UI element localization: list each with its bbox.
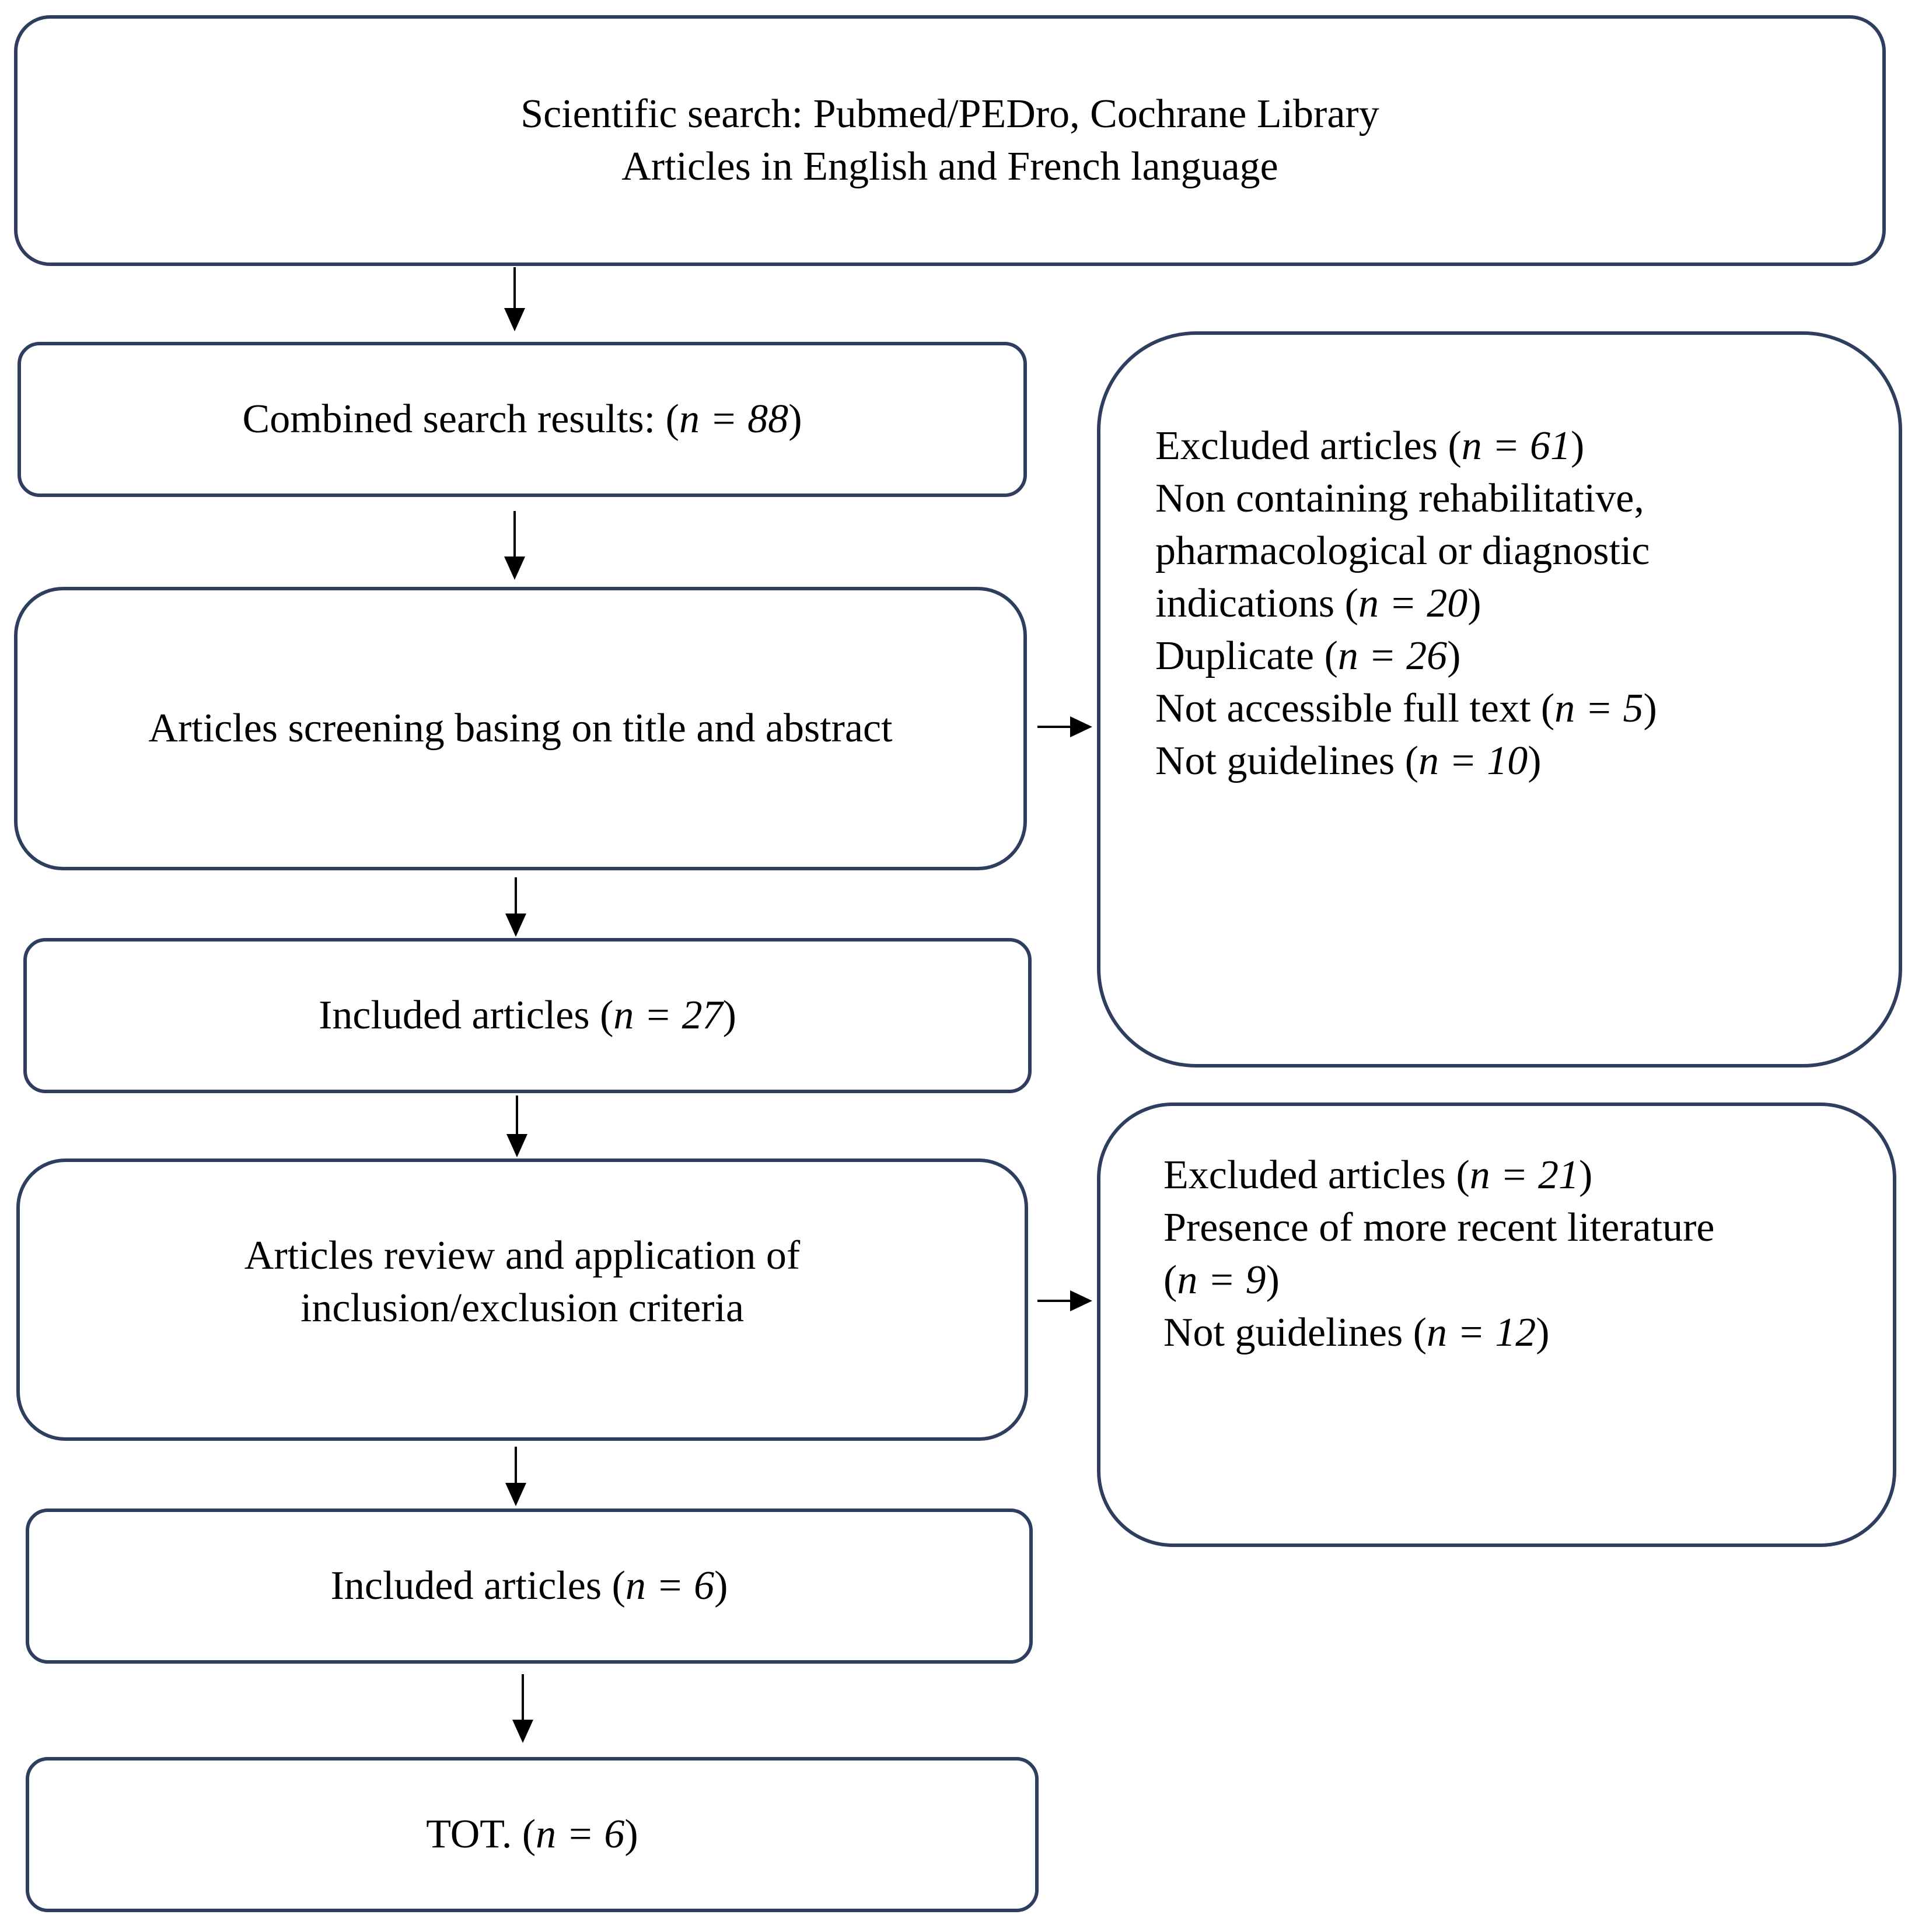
combined-results-label: Combined search results: (n = 88) xyxy=(242,397,802,442)
arrow-included-to-review xyxy=(506,1096,527,1157)
exclusion-reason-non-containing-line-1: Non containing rehabilitative, xyxy=(1155,476,1644,521)
exclusion-reason-not-guidelines-second: Not guidelines (n = 12) xyxy=(1163,1310,1550,1355)
included-articles-count-first: n = 27 xyxy=(613,993,723,1038)
included-articles-count-second: n = 6 xyxy=(625,1563,715,1608)
exclusion-reason-non-containing-line-2: pharmacological or diagnostic xyxy=(1155,528,1650,573)
search-line-1: Scientific search: Pubmed/PEDro, Cochran… xyxy=(520,92,1379,136)
excluded-articles-box-first xyxy=(1097,331,1902,1068)
review-line-2: inclusion/exclusion criteria xyxy=(300,1286,745,1331)
total-label: TOT. (n = 6) xyxy=(426,1812,638,1857)
excluded-header-first: Excluded articles (n = 61) xyxy=(1155,424,1585,468)
arrow-review-to-excluded xyxy=(1037,1290,1092,1311)
combined-results-count: n = 88 xyxy=(679,397,789,442)
total-count: n = 6 xyxy=(536,1812,625,1857)
exclusion-reason-not-guidelines-first: Not guidelines (n = 10) xyxy=(1155,738,1542,783)
review-line-1: Articles review and application of xyxy=(244,1233,801,1278)
screening-box: Articles screening basing on title and a… xyxy=(14,587,1027,870)
exclusion-reason-non-containing-line-3: indications (n = 20) xyxy=(1155,581,1481,626)
combined-results-box: Combined search results: (n = 88) xyxy=(18,342,1027,497)
arrow-search-to-combined xyxy=(504,267,525,331)
screening-label: Articles screening basing on title and a… xyxy=(148,706,893,751)
arrow-combined-to-screening xyxy=(504,511,525,580)
arrow-screening-to-included xyxy=(505,877,526,937)
excluded-articles-list-first: Excluded articles (n = 61) Non containin… xyxy=(1155,420,1657,788)
arrow-screening-to-excluded xyxy=(1037,716,1092,737)
included-articles-box-second: Included articles (n = 6) xyxy=(26,1508,1033,1664)
excluded-articles-list-second: Excluded articles (n = 21) Presence of m… xyxy=(1163,1149,1715,1359)
review-box: Articles review and application of inclu… xyxy=(16,1158,1028,1441)
arrow-review-to-included xyxy=(505,1447,526,1506)
excluded-header-second: Excluded articles (n = 21) xyxy=(1163,1153,1593,1198)
exclusion-reason-recent-literature-line-2: (n = 9) xyxy=(1163,1258,1280,1303)
exclusion-reason-not-accessible: Not accessible full text (n = 5) xyxy=(1155,686,1657,731)
excluded-articles-box-second xyxy=(1097,1102,1896,1547)
included-articles-label-first: Included articles (n = 27) xyxy=(319,993,736,1038)
arrow-included-to-total xyxy=(512,1674,533,1743)
exclusion-reason-duplicate: Duplicate (n = 26) xyxy=(1155,634,1461,678)
search-box: Scientific search: Pubmed/PEDro, Cochran… xyxy=(14,15,1886,266)
search-line-2: Articles in English and French language xyxy=(621,144,1278,189)
included-articles-label-second: Included articles (n = 6) xyxy=(330,1563,728,1608)
total-box: TOT. (n = 6) xyxy=(26,1757,1039,1912)
included-articles-box-first: Included articles (n = 27) xyxy=(23,938,1032,1093)
exclusion-reason-recent-literature-line-1: Presence of more recent literature xyxy=(1163,1205,1715,1250)
